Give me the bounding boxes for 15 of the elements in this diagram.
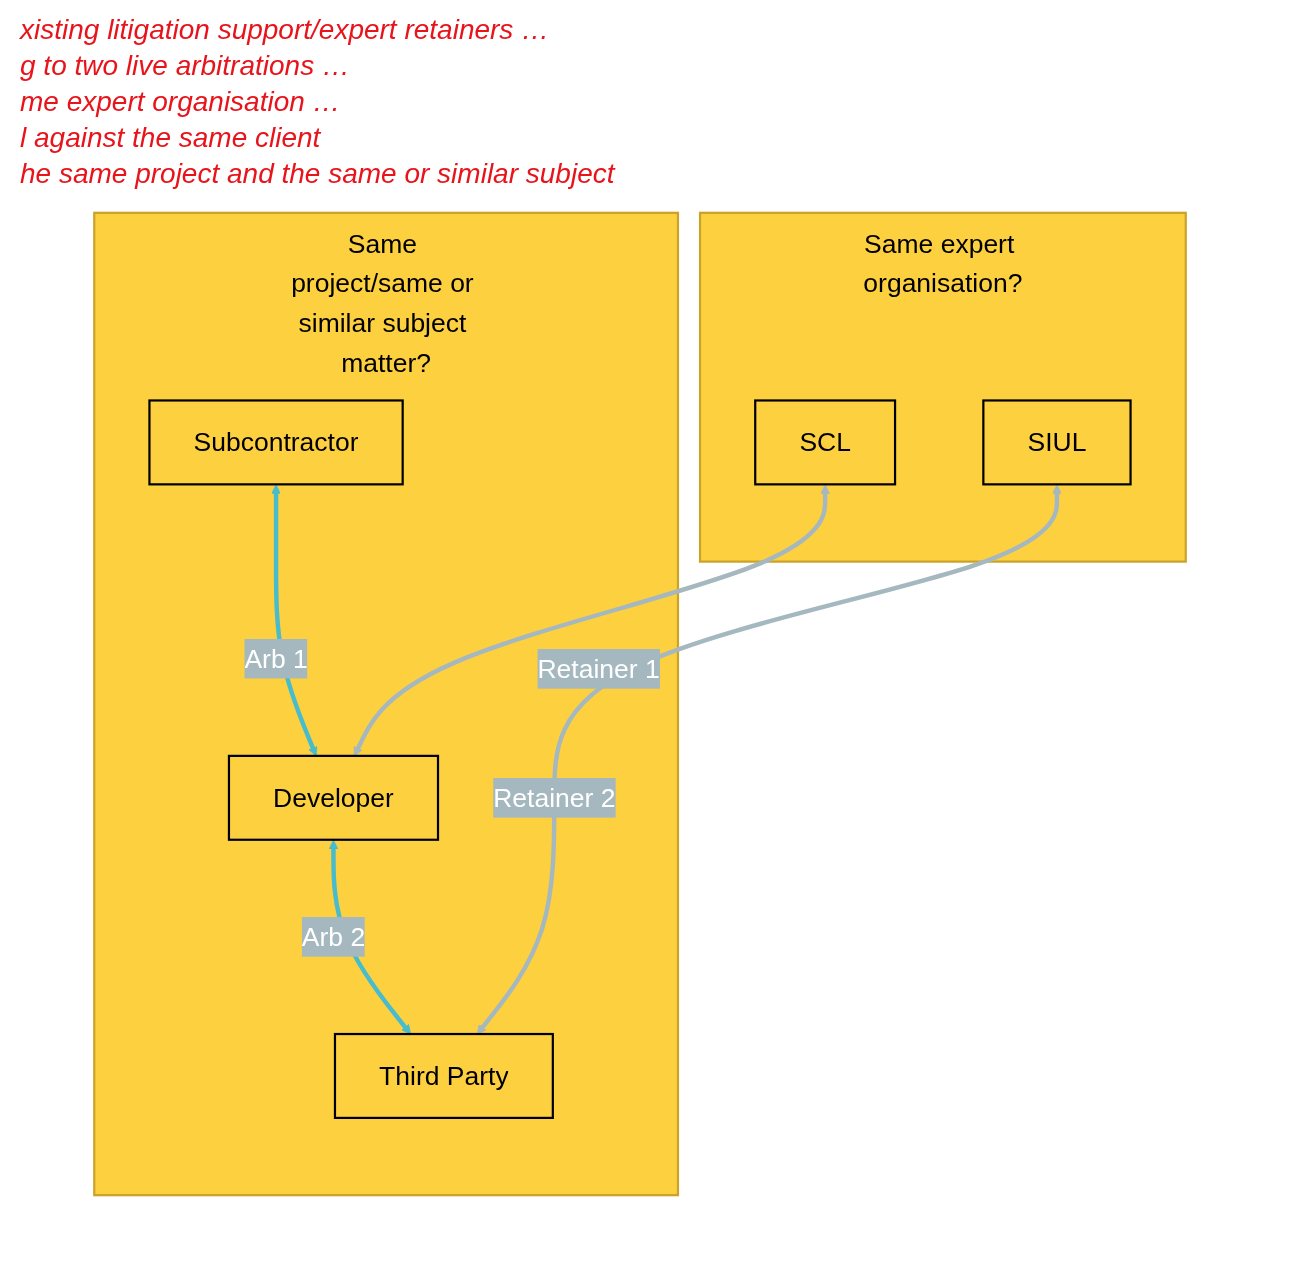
note-text: me expert organisation … [20, 86, 342, 118]
edge-label: Retainer 2 [493, 782, 616, 813]
node-box: SCL [754, 399, 897, 486]
node-box: Developer [227, 754, 440, 841]
edge-label: Retainer 1 [537, 653, 660, 684]
edge-label: Arb 2 [301, 921, 366, 952]
note-text: he same project and the same or similar subject [20, 158, 617, 190]
node-box: SIUL [982, 399, 1132, 486]
node-box: Third Party [333, 1032, 554, 1119]
note-text: xisting litigation support/expert retainers … [20, 14, 551, 46]
node-box: Subcontractor [148, 399, 404, 486]
edge-label: Arb 1 [244, 643, 308, 674]
note-text: g to two live arbitrations … [20, 50, 351, 82]
note-text: l against the same client [20, 122, 322, 154]
arrow [476, 484, 1062, 1035]
